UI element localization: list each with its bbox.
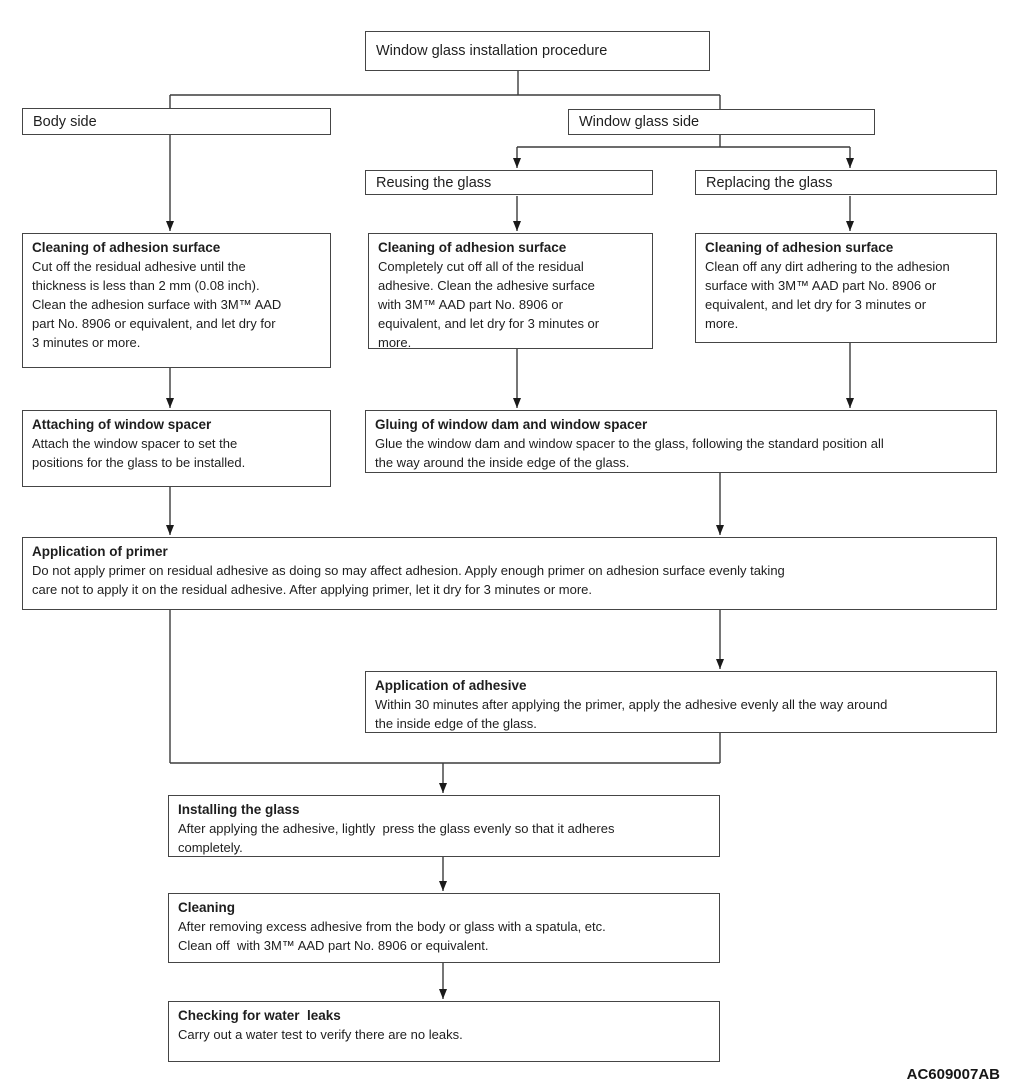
node-title: Cleaning [178, 900, 236, 915]
node-title: Cleaning of adhesion surface [705, 240, 894, 255]
node-body: Do not apply primer on residual adhesive… [32, 563, 785, 597]
node-title: Application of adhesive [375, 678, 527, 693]
node-body-side: Body side [22, 108, 331, 135]
wire-trunk [169, 71, 850, 764]
node-cleaning-reusing: Cleaning of adhesion surface Completely … [368, 233, 653, 350]
node-title: Gluing of window dam and window spacer [375, 417, 648, 432]
node-body: Cut off the residual adhesive until the … [32, 259, 282, 350]
node-start-label: Window glass installation procedure [376, 43, 608, 59]
node-installing-glass: Installing the glass After applying the … [168, 795, 720, 857]
node-cleaning-body-side: Cleaning of adhesion surface Cut off the… [22, 233, 331, 368]
node-body: Attach the window spacer to set the posi… [32, 436, 246, 470]
node-title: Installing the glass [178, 802, 300, 817]
node-gluing-dam-spacer: Gluing of window dam and window spacer G… [365, 410, 997, 473]
node-cleaning-final: Cleaning After removing excess adhesive … [168, 893, 720, 963]
node-reusing-glass: Reusing the glass [365, 170, 653, 195]
node-start: Window glass installation procedure [365, 31, 710, 71]
node-window-glass-side: Window glass side [568, 109, 875, 135]
node-body: After applying the adhesive, lightly pre… [178, 821, 615, 855]
node-reusing-glass-label: Reusing the glass [376, 174, 492, 191]
node-body: Glue the window dam and window spacer to… [375, 436, 884, 470]
node-title: Checking for water leaks [178, 1008, 341, 1023]
node-body-side-label: Body side [33, 113, 97, 130]
node-title: Attaching of window spacer [32, 417, 212, 432]
node-application-adhesive: Application of adhesive Within 30 minute… [365, 671, 997, 733]
node-replacing-glass-label: Replacing the glass [706, 174, 833, 191]
node-body: Clean off any dirt adhering to the adhes… [705, 259, 950, 331]
node-cleaning-replacing: Cleaning of adhesion surface Clean off a… [695, 233, 997, 343]
node-attaching-spacer: Attaching of window spacer Attach the wi… [22, 410, 331, 487]
node-application-primer: Application of primer Do not apply prime… [22, 537, 997, 610]
figure-code: AC609007AB [906, 1066, 1000, 1083]
node-body: Within 30 minutes after applying the pri… [375, 697, 888, 731]
node-body: Carry out a water test to verify there a… [178, 1027, 463, 1042]
node-title: Application of primer [32, 544, 168, 559]
node-body: After removing excess adhesive from the … [178, 919, 606, 953]
node-title: Cleaning of adhesion surface [32, 240, 221, 255]
node-body: Completely cut off all of the residual a… [378, 259, 600, 350]
node-window-glass-side-label: Window glass side [579, 114, 700, 130]
node-replacing-glass: Replacing the glass [695, 170, 997, 195]
node-title: Cleaning of adhesion surface [378, 240, 567, 255]
node-checking-water-leaks: Checking for water leaks Carry out a wat… [168, 1001, 720, 1062]
